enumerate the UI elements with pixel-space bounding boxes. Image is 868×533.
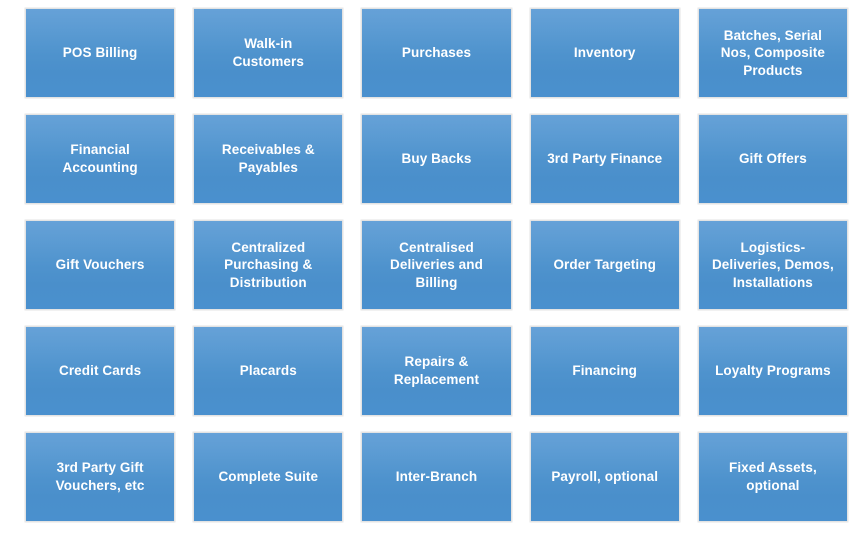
- feature-tile-label: Complete Suite: [218, 469, 319, 485]
- feature-tile-pos-billing[interactable]: POS Billing: [25, 8, 176, 98]
- feature-tile-repairs-and-replacement[interactable]: Repairs & Replacement: [361, 326, 512, 416]
- feature-tile-gift-offers[interactable]: Gift Offers: [697, 114, 848, 204]
- feature-tile-label: Financial Accounting: [62, 142, 138, 175]
- feature-tile-label: Loyalty Programs: [715, 363, 831, 379]
- feature-tile-label: Fixed Assets, optional: [728, 460, 817, 493]
- feature-tile-order-targeting[interactable]: Order Targeting: [529, 220, 680, 310]
- feature-tile-label: Inter-Branch: [395, 469, 478, 485]
- feature-tile-walk-in-customers[interactable]: Walk-in Customers: [193, 8, 344, 98]
- feature-tile-label: Gift Vouchers: [55, 257, 145, 273]
- feature-tile-label: Payroll, optional: [551, 469, 659, 485]
- feature-tile-label: Credit Cards: [58, 363, 142, 379]
- feature-tile-label: Financing: [572, 363, 638, 379]
- feature-tile-credit-cards[interactable]: Credit Cards: [25, 326, 176, 416]
- feature-tile-fixed-assets-optional[interactable]: Fixed Assets, optional: [697, 432, 848, 522]
- feature-tile-placards[interactable]: Placards: [193, 326, 344, 416]
- feature-tile-centralised-deliveries-and-billing[interactable]: Centralised Deliveries and Billing: [361, 220, 512, 310]
- feature-tile-label: POS Billing: [62, 45, 138, 61]
- feature-tile-logistics-deliveries-demos-installations[interactable]: Logistics- Deliveries, Demos, Installati…: [697, 220, 848, 310]
- feature-tile-label: 3rd Party Finance: [547, 151, 663, 167]
- feature-tile-centralized-purchasing-and-distribution[interactable]: Centralized Purchasing & Distribution: [193, 220, 344, 310]
- feature-tile-batches-serial-nos-composite-products[interactable]: Batches, Serial Nos, Composite Products: [697, 8, 848, 98]
- feature-tile-label: Batches, Serial Nos, Composite Products: [720, 27, 825, 78]
- feature-tile-label: Logistics- Deliveries, Demos, Installati…: [711, 239, 834, 290]
- feature-tile-label: Repairs & Replacement: [393, 354, 480, 387]
- feature-tile-label: Inventory: [573, 45, 636, 61]
- feature-tile-gift-vouchers[interactable]: Gift Vouchers: [25, 220, 176, 310]
- feature-tile-complete-suite[interactable]: Complete Suite: [193, 432, 344, 522]
- feature-tile-inter-branch[interactable]: Inter-Branch: [361, 432, 512, 522]
- feature-tile-label: Receivables & Payables: [221, 142, 315, 175]
- feature-tile-financial-accounting[interactable]: Financial Accounting: [25, 114, 176, 204]
- feature-tile-buy-backs[interactable]: Buy Backs: [361, 114, 512, 204]
- feature-tile-label: Centralised Deliveries and Billing: [390, 239, 483, 290]
- feature-tile-inventory[interactable]: Inventory: [529, 8, 680, 98]
- feature-tile-label: Order Targeting: [553, 257, 656, 273]
- feature-tile-3rd-party-gift-vouchers-etc[interactable]: 3rd Party Gift Vouchers, etc: [25, 432, 176, 522]
- feature-tile-label: Centralized Purchasing & Distribution: [224, 239, 313, 290]
- feature-tile-loyalty-programs[interactable]: Loyalty Programs: [697, 326, 848, 416]
- feature-tile-payroll-optional[interactable]: Payroll, optional: [529, 432, 680, 522]
- feature-tile-purchases[interactable]: Purchases: [361, 8, 512, 98]
- feature-tile-label: Gift Offers: [738, 151, 807, 167]
- feature-tile-label: Placards: [239, 363, 297, 379]
- feature-tile-label: Walk-in Customers: [232, 36, 304, 69]
- feature-tile-label: Purchases: [401, 45, 472, 61]
- feature-tile-3rd-party-finance[interactable]: 3rd Party Finance: [529, 114, 680, 204]
- feature-tile-financing[interactable]: Financing: [529, 326, 680, 416]
- feature-tile-label: Buy Backs: [401, 151, 472, 167]
- feature-tile-receivables-and-payables[interactable]: Receivables & Payables: [193, 114, 344, 204]
- feature-tile-label: 3rd Party Gift Vouchers, etc: [55, 460, 145, 493]
